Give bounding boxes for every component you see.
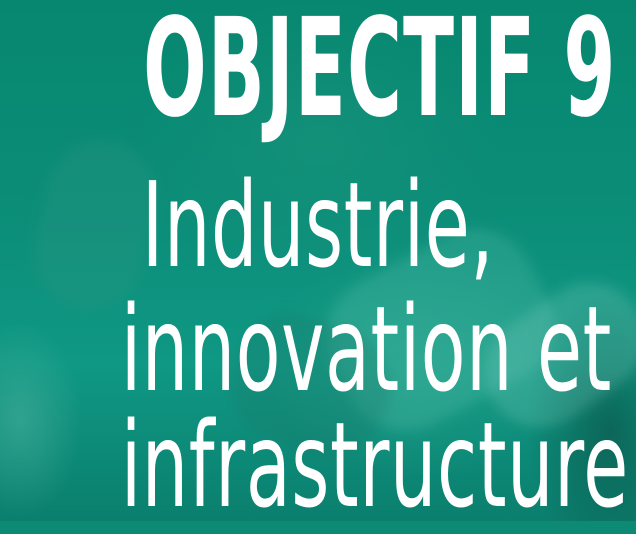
title-block: OBJECTIF 9 Industrie, innovation et infr… [120, 0, 628, 530]
goal-title-line-3: infrastructure [120, 396, 629, 534]
goal-title-line-2: innovation et [120, 280, 612, 418]
goal-label: OBJECTIF 9 [143, 0, 617, 148]
goal-title-line-1: Industrie, [141, 156, 495, 294]
background-photo [0, 0, 636, 521]
